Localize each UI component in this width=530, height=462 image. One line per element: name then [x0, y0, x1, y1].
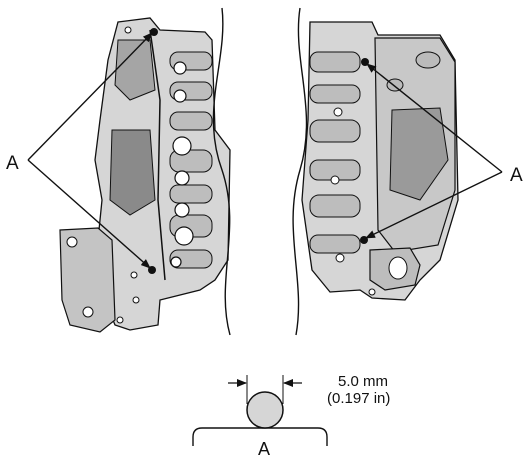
dimension-mm-text: 5.0 mm	[338, 373, 389, 390]
leader-left-bottom	[27, 159, 151, 269]
dimension-in-text: (0.197 in)	[327, 390, 391, 407]
callout-leaders	[27, 32, 503, 269]
detail-label: A	[258, 439, 271, 459]
leader-right-top	[366, 63, 503, 173]
leader-right-bottom	[365, 171, 503, 239]
callout-label-left: A	[6, 153, 19, 174]
leader-left-top	[27, 32, 153, 161]
detail-ball	[246, 391, 284, 429]
callout-label-right: A	[510, 165, 523, 186]
left-valve-body	[59, 7, 231, 336]
detail-a-drawing	[192, 375, 328, 446]
right-valve-body	[292, 7, 459, 336]
